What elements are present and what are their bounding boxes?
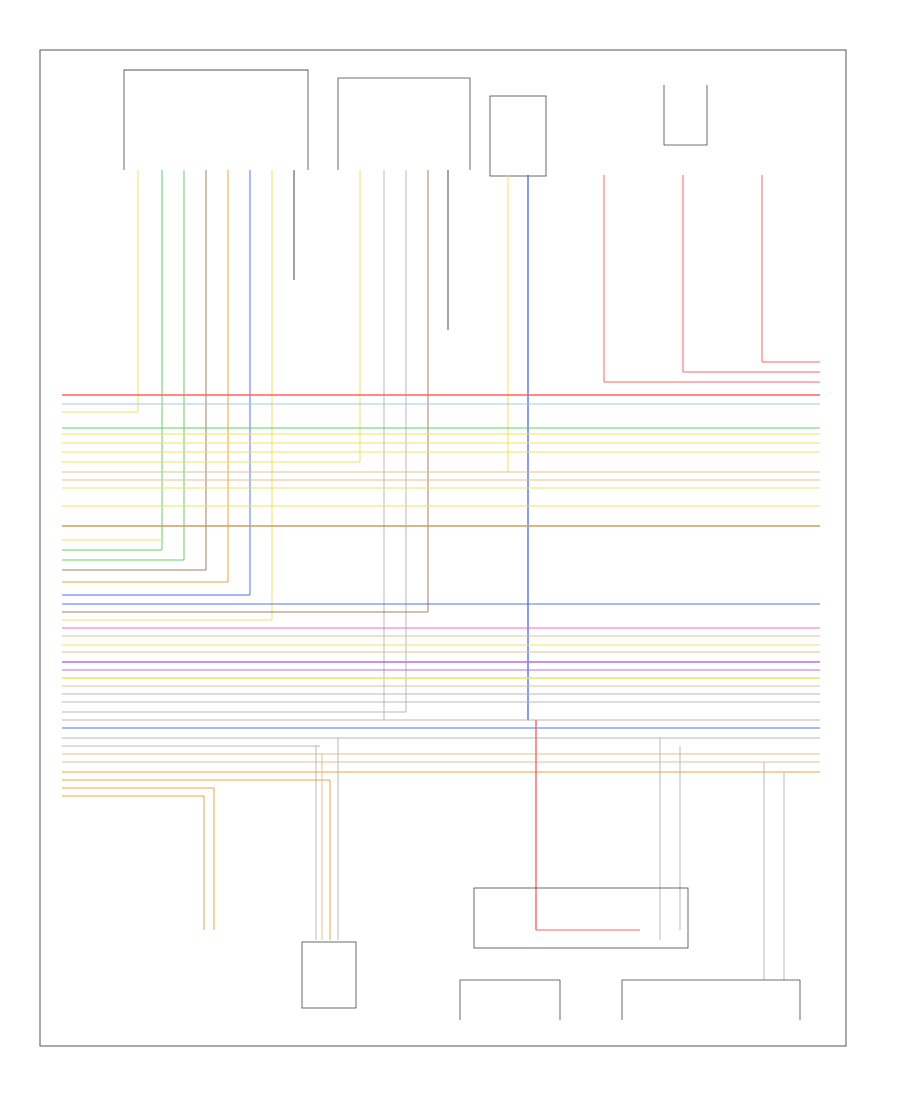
lower-vertical-wires	[203, 720, 785, 980]
horizontal-bus	[62, 394, 820, 797]
top-components	[123, 69, 708, 177]
module-box-small	[489, 95, 547, 177]
bottom-components	[301, 887, 801, 1020]
module-outline-right	[663, 85, 708, 146]
diagram-frame	[39, 49, 847, 1047]
component-box-bottom-center	[473, 887, 689, 949]
component-box-bottom-left	[301, 941, 357, 1009]
module-outline-left	[123, 69, 309, 170]
vertical-wires	[137, 170, 820, 720]
module-outline-center	[337, 77, 471, 170]
module-outline-bottom-center	[459, 979, 561, 1020]
module-outline-bottom-right	[621, 979, 801, 1020]
